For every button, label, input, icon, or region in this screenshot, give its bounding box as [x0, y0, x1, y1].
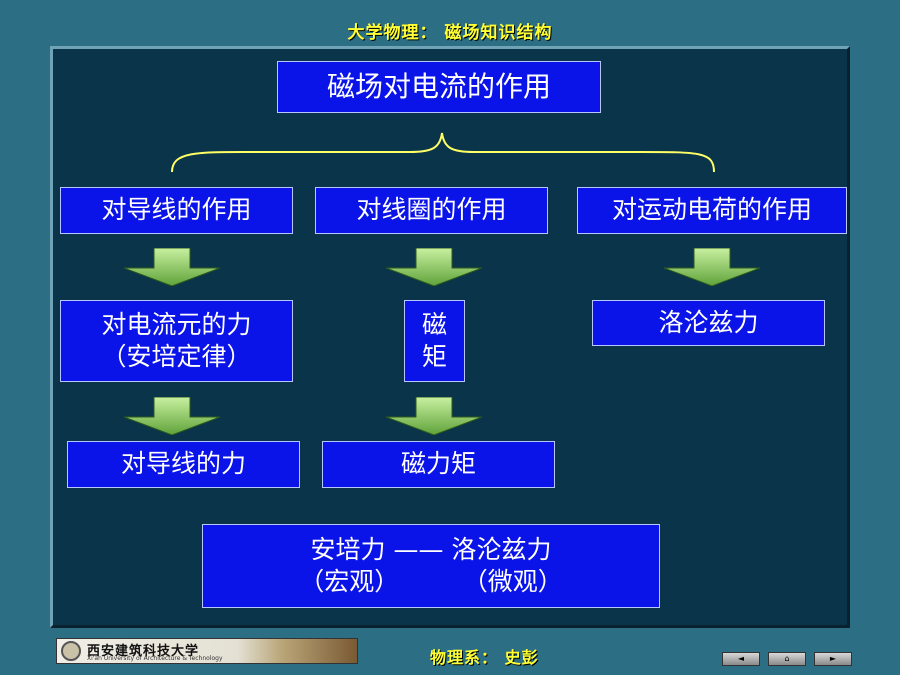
category-wire-label: 对导线的作用: [101, 195, 252, 225]
magnetic-moment-line2: 矩: [421, 342, 447, 371]
department-credit: 物理系： 史彭: [430, 648, 539, 667]
root-node: 磁场对电流的作用: [277, 61, 601, 113]
root-label: 磁场对电流的作用: [326, 69, 551, 103]
wire-force-label: 对导线的力: [120, 449, 246, 479]
magnetic-torque-node: 磁力矩: [322, 441, 555, 488]
current-element-force-node: 对电流元的力 （安培定律）: [60, 300, 293, 382]
magnetic-torque-label: 磁力矩: [400, 449, 476, 479]
summary-node: 安培力 —— 洛沦兹力 （宏观） （微观）: [202, 524, 660, 608]
university-name: 西安建筑科技大学: [87, 644, 200, 659]
down-arrow-icon: [386, 248, 482, 286]
current-element-force-line1: 对电流元的力: [101, 309, 252, 339]
university-subtitle: Xi'an University of Architecture & Techn…: [87, 655, 223, 662]
summary-line1: 安培力 —— 洛沦兹力: [310, 534, 552, 564]
wire-force-node: 对导线的力: [67, 441, 300, 488]
magnetic-moment-node: 磁 矩: [404, 300, 465, 382]
summary-line2: （宏观） （微观）: [299, 567, 563, 596]
slide-header-title: 大学物理： 磁场知识结构: [347, 23, 553, 43]
lorentz-force-label: 洛沦兹力: [658, 307, 759, 337]
current-element-force-line2: （安培定律）: [101, 342, 252, 371]
down-arrow-icon: [386, 397, 482, 435]
prev-slide-button[interactable]: ◄: [722, 652, 760, 666]
lorentz-force-node: 洛沦兹力: [592, 300, 825, 346]
category-coil-label: 对线圈的作用: [356, 195, 507, 225]
category-moving-charge: 对运动电荷的作用: [577, 187, 847, 234]
university-logo: 西安建筑科技大学 Xi'an University of Architectur…: [56, 638, 358, 664]
category-coil: 对线圈的作用: [315, 187, 548, 234]
down-arrow-icon: [124, 397, 220, 435]
next-slide-button[interactable]: ►: [814, 652, 852, 666]
down-arrow-icon: [124, 248, 220, 286]
category-wire: 对导线的作用: [60, 187, 293, 234]
down-arrow-icon: [664, 248, 760, 286]
seal-icon: [61, 641, 81, 661]
magnetic-moment-line1: 磁: [421, 309, 447, 339]
home-button[interactable]: ⌂: [768, 652, 806, 666]
category-moving-charge-label: 对运动电荷的作用: [611, 195, 812, 225]
